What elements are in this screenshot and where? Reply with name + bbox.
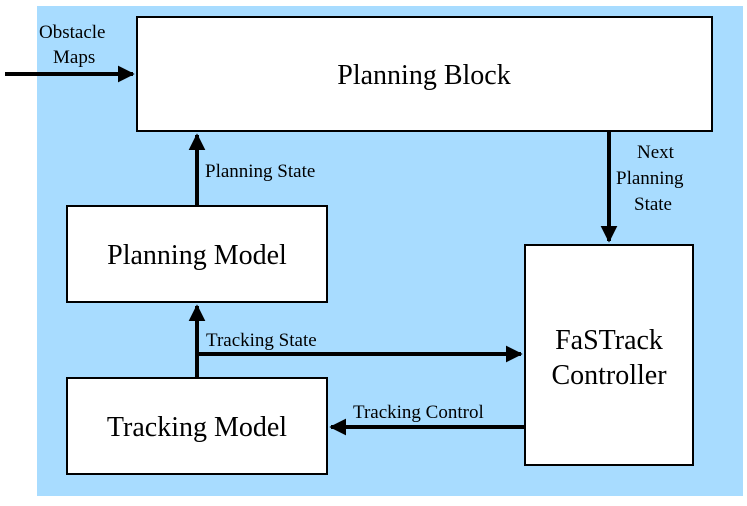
planning-state-arrow: Planning State xyxy=(188,133,315,206)
obstacle-maps-label-line1: Obstacle xyxy=(39,22,105,43)
fastrack-controller-box xyxy=(524,244,694,466)
planning-model-label: Planning Model xyxy=(107,240,287,271)
next-planning-state-arrow: Next Planning State xyxy=(600,131,684,243)
planning-block-box xyxy=(136,16,713,132)
tracking-state-label: Tracking State xyxy=(206,330,317,351)
tracking-control-label: Tracking Control xyxy=(353,402,484,423)
planning-state-label: Planning State xyxy=(205,161,315,182)
tracking-control-arrow: Tracking Control xyxy=(329,402,525,436)
tracking-model-box xyxy=(66,377,328,475)
tracking-model: Tracking Model xyxy=(66,377,328,475)
fastrack-controller-label-line2: Controller xyxy=(551,360,667,391)
fastrack-controller: FaSTrack Controller xyxy=(524,244,694,466)
planning-model: Planning Model xyxy=(66,205,328,303)
obstacle-maps-label-line2: Maps xyxy=(53,47,95,68)
obstacle-maps-arrow: Obstacle Maps xyxy=(5,22,135,83)
tracking-state-arrow: Tracking State xyxy=(188,304,523,378)
next-planning-state-label-line3: State xyxy=(634,194,672,215)
next-planning-state-label-line2: Planning xyxy=(616,168,684,189)
fastrack-controller-label-line1: FaSTrack xyxy=(555,325,663,356)
planning-block-label: Planning Block xyxy=(337,60,510,91)
planning-block: Planning Block xyxy=(136,16,713,132)
next-planning-state-label-line1: Next xyxy=(637,142,675,163)
tracking-model-label: Tracking Model xyxy=(107,412,287,443)
